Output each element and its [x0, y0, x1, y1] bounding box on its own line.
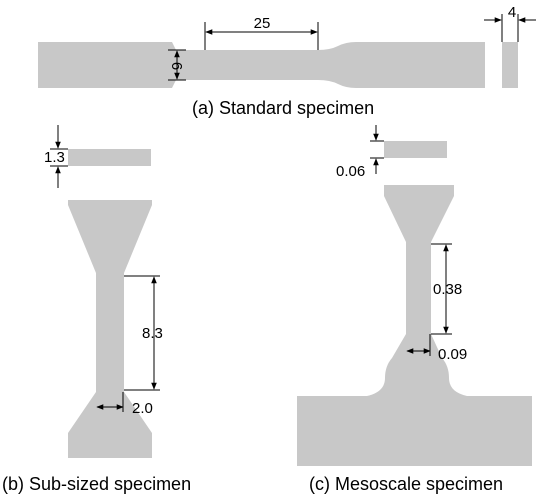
dim-label-b-length: 8.3	[142, 325, 163, 342]
mesoscale-specimen-side-view	[384, 141, 447, 158]
mesoscale-specimen-body	[297, 185, 532, 466]
mesoscale-specimen-group: 0.06 0.38 0.09 (c) Mesoscale specimen	[297, 125, 532, 494]
dim-label-c-width: 0.09	[438, 346, 467, 363]
caption-subsized: (b) Sub-sized specimen	[2, 474, 191, 494]
standard-specimen-group: 25 6 4 (a) Standard specimen	[38, 4, 536, 118]
dim-label-c-thickness: 0.06	[336, 163, 365, 180]
caption-mesoscale: (c) Mesoscale specimen	[309, 474, 503, 494]
subsized-specimen-side-view	[68, 149, 151, 166]
standard-specimen-body	[38, 42, 485, 88]
dim-label-a-width: 6	[168, 62, 185, 70]
dim-label-a-thickness: 4	[508, 4, 516, 21]
subsized-specimen-group: 1.3 8.3 2.0 (b) Sub-sized specimen	[2, 125, 191, 494]
dim-label-b-thickness: 1.3	[44, 149, 65, 166]
subsized-specimen-body	[68, 200, 152, 458]
dim-label-a-length: 25	[254, 15, 271, 32]
caption-standard: (a) Standard specimen	[192, 98, 374, 118]
dim-label-b-width: 2.0	[132, 400, 153, 417]
dim-label-c-length: 0.38	[433, 281, 462, 298]
standard-specimen-side-view	[502, 42, 518, 88]
